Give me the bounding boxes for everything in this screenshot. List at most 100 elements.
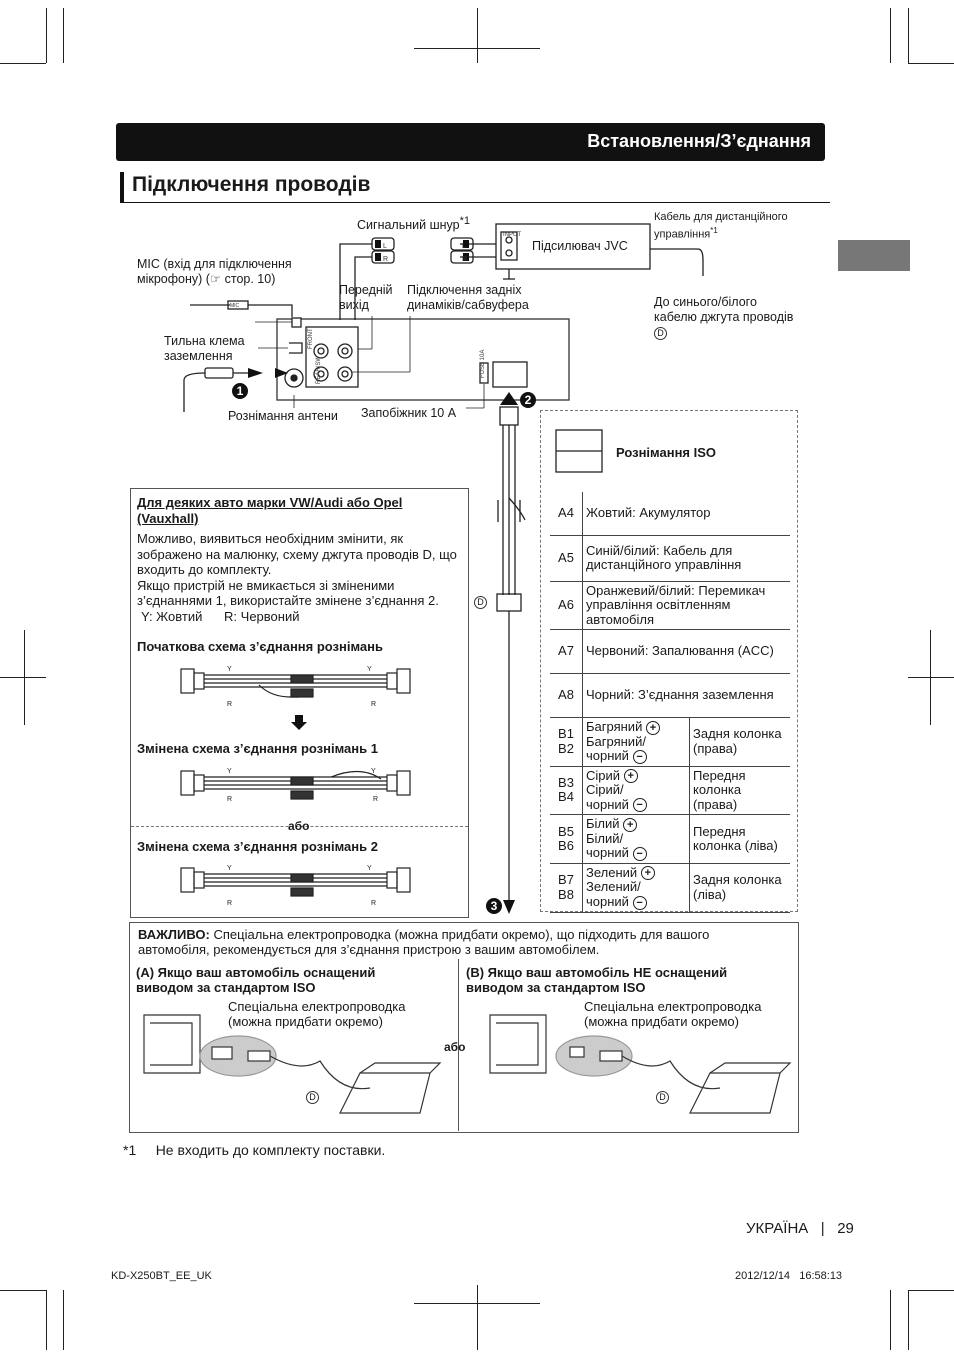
crop-mark	[24, 630, 25, 725]
pin-cell: B5 B6	[550, 814, 583, 864]
minus-icon: −	[632, 798, 647, 813]
wire-colors-cell: Зелений +Зелений/чорний −	[582, 863, 690, 913]
fuse-label: Запобіжник 10 А	[361, 406, 457, 420]
pin-cell: B1 B2	[550, 717, 583, 767]
crop-mark	[908, 8, 909, 63]
iso-title: Рознімання ISO	[616, 445, 717, 460]
wire-r-label: R	[227, 900, 232, 907]
wire-desc-cell: Оранжевий/білий: Перемикач управління ос…	[582, 581, 790, 630]
amp-input-label: INPUT	[503, 232, 521, 238]
pin-cell: A5	[550, 535, 583, 582]
wire-y-label: Y	[227, 768, 232, 775]
speaker-cell: Передня колонка (права)	[689, 766, 790, 816]
vw-audi-box: Для деяких авто марки VW/Audi або Opel (…	[130, 488, 469, 918]
mic-label: MIC (вхід для підключення мікрофону) (☞ …	[137, 257, 292, 286]
d-label-b: D	[656, 1091, 669, 1104]
pin-cell: A8	[550, 673, 583, 718]
plus-icon: +	[645, 720, 660, 735]
vw-paragraph-2: Якщо пристрій не вмикається зі зміненими…	[137, 577, 439, 609]
model-code: KD-X250BT_EE_UK	[111, 1270, 212, 1282]
or-label: або	[288, 819, 310, 833]
wire-y-label: Y	[227, 865, 232, 872]
crop-mark	[908, 1290, 954, 1291]
footnote: *1 Не входить до комплекту поставки.	[123, 1142, 386, 1158]
rear-out-label: Підключення задніх динаміків/сабвуфера	[407, 283, 529, 312]
option-a: (A) Якщо ваш автомобіль оснащений виводо…	[136, 965, 376, 995]
wire-desc-cell: Чорний: З’єднання заземлення	[582, 673, 790, 718]
crop-mark	[0, 677, 46, 678]
plus-icon: +	[640, 866, 655, 881]
wire-r-label: R	[371, 701, 376, 708]
harness-connector	[496, 593, 522, 612]
pin-cell: A4	[550, 492, 583, 536]
important-box: ВАЖЛИВО: Спеціальна електропроводка (мож…	[129, 922, 799, 1133]
minus-icon: −	[632, 846, 647, 861]
crop-mark	[930, 630, 931, 725]
legend-yellow: Y: Жовтий	[141, 608, 203, 624]
crop-mark	[46, 1290, 47, 1350]
pin-cell: B3 B4	[550, 766, 583, 816]
wire-desc-cell: Жовтий: Акумулятор	[582, 492, 790, 536]
harness-d-label: D	[474, 596, 487, 609]
speaker-cell: Задня колонка (ліва)	[689, 863, 790, 913]
crop-mark	[908, 1290, 909, 1350]
crop-mark	[0, 1290, 46, 1291]
wiring-diagram: FRONT REAR/SW FUSE 10A INPUT MIC L R L R	[183, 223, 704, 914]
pin-cell: B7 B8	[550, 863, 583, 913]
crop-mark	[908, 63, 954, 64]
front-rca-label: FRONT	[308, 328, 314, 349]
rca-panel	[305, 326, 359, 388]
page-footer: УКРАЇНА | 29	[746, 1220, 854, 1237]
rear-rca-label: REAR/SW	[316, 356, 322, 384]
jack-r-label: R	[383, 256, 388, 263]
wire-desc-cell: Червоний: Запалювання (ACC)	[582, 629, 790, 674]
page-title-bar: Підключення проводів	[120, 172, 830, 203]
initial-scheme-title: Початкова схема з’єднання рознімань	[137, 639, 383, 654]
wire-r-label: R	[373, 796, 378, 803]
crop-mark	[477, 8, 478, 63]
modified-scheme-1	[180, 770, 411, 800]
crop-mark	[890, 8, 891, 63]
pin-cell: A6	[550, 581, 583, 630]
crop-mark	[890, 1290, 891, 1350]
jack-l-label-2: L	[462, 243, 466, 250]
jack-l-label: L	[383, 243, 387, 250]
ground-label: Тильна клема заземлення	[164, 334, 245, 363]
arrow-icon	[500, 392, 518, 405]
pin-cell: A7	[550, 629, 583, 674]
jvc-amp-label: Підсилювач JVC	[532, 239, 628, 253]
speaker-cell: Передня колонка (ліва)	[689, 814, 790, 864]
jack-r-label-2: R	[462, 256, 467, 263]
wire-colors-cell: Багряний +Багряний/чорний −	[582, 717, 690, 767]
remote-dest-label: До синього/білого кабелю джгута проводів…	[654, 295, 794, 340]
wire-y-label: Y	[367, 666, 372, 673]
speaker-cell: Задня колонка (права)	[689, 717, 790, 767]
antenna-label: Рознімання антени	[228, 409, 338, 423]
step-1-badge: 1	[232, 383, 248, 399]
section-title: Встановлення/З’єднання	[587, 131, 811, 151]
plus-icon: +	[623, 769, 638, 784]
or-divider	[131, 826, 468, 827]
special-wiring-a: Спеціальна електропроводка (можна придба…	[228, 999, 406, 1029]
head-unit	[276, 318, 570, 401]
modified-scheme-2	[180, 867, 411, 897]
crop-mark	[63, 8, 64, 63]
step-3-badge: 3	[486, 898, 502, 914]
plus-icon: +	[623, 817, 638, 832]
option-b: (B) Якщо ваш автомобіль НЕ оснащений вив…	[466, 965, 728, 995]
crop-mark	[0, 63, 46, 64]
page-title: Підключення проводів	[132, 173, 371, 196]
step-2-badge: 2	[520, 392, 536, 408]
wire-y-label: Y	[371, 768, 376, 775]
vw-paragraph-1: Можливо, виявиться необхідним змінити, я…	[137, 531, 457, 577]
crop-mark	[63, 1290, 64, 1350]
mod2-scheme-title: Змінена схема з’єднання рознімань 2	[137, 839, 378, 854]
wire-r-label: R	[371, 900, 376, 907]
crop-mark	[477, 1285, 478, 1350]
